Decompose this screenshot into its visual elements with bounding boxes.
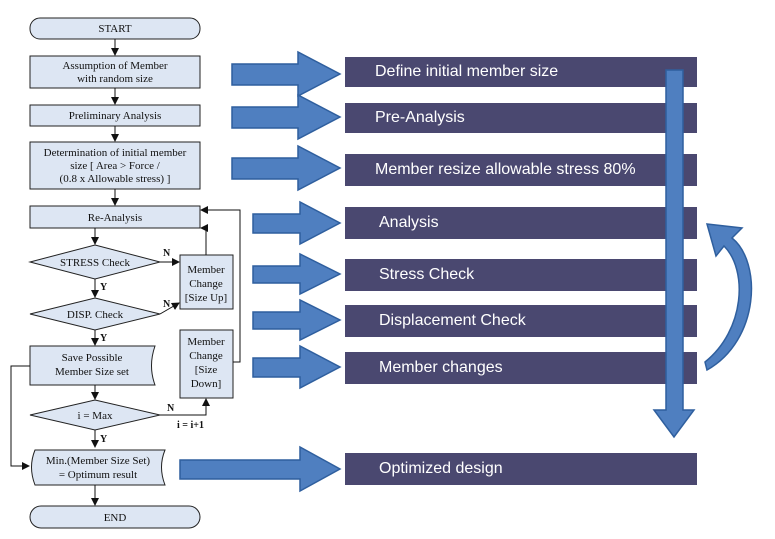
step-label-preanalysis: Pre-Analysis [375, 109, 465, 126]
step-bar-displacement: Displacement Check [345, 305, 697, 337]
step-bar-define: Define initial member size [345, 57, 697, 87]
block-arrow-2 [231, 93, 342, 141]
min-label-line1: Min.(Member Size Set) [46, 455, 151, 467]
assumption-label-line1: Assumption of Member [62, 60, 167, 72]
min-label-line2: = Optimum result [59, 469, 137, 481]
determination-label-line1: Determination of initial member [44, 147, 187, 159]
size-down-line1: Member [187, 336, 225, 348]
disp-no-label: N [163, 299, 171, 310]
determination-label-line2: size [ Area > Force / [70, 160, 161, 172]
step-bar-stress: Stress Check [345, 259, 697, 291]
step-bar-analysis: Analysis [345, 207, 697, 239]
size-up-line2: Change [189, 278, 223, 290]
size-up-line3: [Size Up] [185, 292, 227, 304]
block-arrow-3 [231, 144, 342, 192]
end-terminal [29, 505, 201, 529]
step-label-define: Define initial member size [375, 63, 559, 80]
step-bar-resize: Member resize allowable stress 80% [345, 154, 697, 186]
save-label-line2: Member Size set [55, 366, 129, 378]
step-bar-optimized: Optimized design [345, 453, 697, 485]
assumption-label-line2: with random size [77, 73, 153, 85]
step-bar-preanalysis: Pre-Analysis [345, 103, 697, 133]
start-label: START [98, 23, 132, 35]
imax-label: i = Max [78, 410, 113, 422]
step-label-optimized: Optimized design [379, 460, 503, 477]
block-arrow-8 [179, 445, 342, 493]
step-label-analysis: Analysis [379, 214, 439, 231]
size-down-line3: [Size [195, 364, 218, 376]
step-label-displacement: Displacement Check [379, 312, 526, 329]
disp-yes-label: Y [100, 333, 108, 344]
size-up-line1: Member [187, 264, 225, 276]
determination-label-line3: (0.8 x Allowable stress) ] [60, 173, 171, 185]
imax-yes-label: Y [100, 434, 108, 445]
size-down-box [179, 329, 234, 399]
block-arrow-1 [231, 50, 342, 98]
preliminary-label: Preliminary Analysis [69, 110, 162, 122]
block-arrow-5 [252, 252, 342, 296]
save-label-line1: Save Possible [62, 352, 123, 364]
reanalysis-label: Re-Analysis [88, 212, 142, 224]
size-down-line2: Change [189, 350, 223, 362]
disp-check-label: DISP. Check [67, 309, 124, 321]
step-label-member-changes: Member changes [379, 359, 503, 376]
stress-no-label: N [163, 248, 171, 259]
step-label-resize: Member resize allowable stress 80% [375, 161, 636, 178]
stress-yes-label: Y [100, 282, 108, 293]
reanalysis-box [29, 205, 201, 229]
end-label: END [104, 512, 127, 524]
block-arrow-6 [252, 298, 342, 342]
imax-no-label: N [167, 403, 175, 414]
block-arrow-7 [252, 344, 342, 390]
save-box [29, 345, 156, 386]
assumption-box [29, 55, 201, 89]
block-arrow-4 [252, 200, 342, 246]
stress-check-label: STRESS Check [60, 257, 130, 269]
determination-box [29, 141, 201, 190]
min-box [31, 449, 166, 486]
increment-label: i = i+1 [177, 420, 204, 431]
step-bar-member-changes: Member changes [345, 352, 697, 384]
size-down-line4: Down] [191, 378, 222, 390]
step-label-stress: Stress Check [379, 266, 475, 283]
